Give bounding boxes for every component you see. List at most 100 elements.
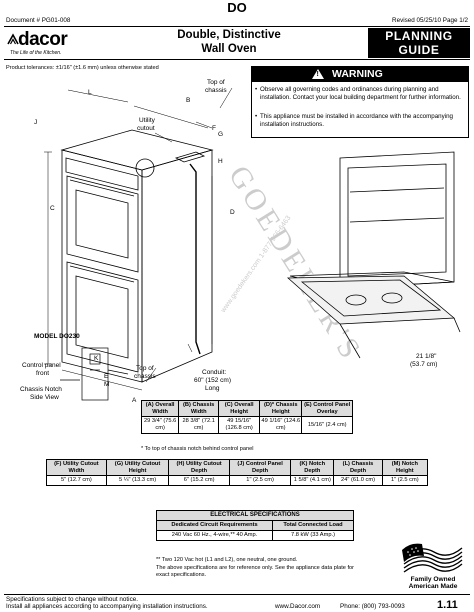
warning-header: ! WARNING — [252, 67, 468, 82]
label-top-of-chassis-2: chassis — [205, 87, 227, 94]
dim-label-a: A — [132, 397, 137, 402]
table-header-row: (F) Utility Cutout Width (G) Utility Cut… — [46, 458, 429, 477]
label-top-of-chassis2-1: Top of — [136, 365, 154, 372]
planning-guide-line2: GUIDE — [398, 42, 440, 57]
utility-dimensions-table: (F) Utility Cutout Width (G) Utility Cut… — [46, 458, 429, 487]
table-header: (E) Control Panel Overlay — [301, 399, 353, 418]
top-title: DO — [227, 0, 247, 15]
table-cell: 6" (15.2 cm) — [168, 475, 230, 487]
table-cell: 29 3/4" (75.6 cm) — [140, 416, 180, 434]
table-caption: ELECTRICAL SPECIFICATIONS — [156, 509, 354, 522]
header-band: dacor The Life of the Kitchen. Double, D… — [4, 26, 470, 60]
dim-label-e: E — [104, 373, 109, 380]
table-row: 240 Vac 60 Hz., 4-wire,** 40 Amp. 7.8 kW… — [155, 529, 354, 541]
electrical-specifications-table: ELECTRICAL SPECIFICATIONS Dedicated Circ… — [155, 509, 354, 541]
planning-guide-banner: PLANNING GUIDE — [368, 28, 470, 58]
table-header: (F) Utility Cutout Width — [46, 458, 107, 477]
table-cell: 5" (12.7 cm) — [46, 475, 107, 487]
bullet-icon: • — [255, 113, 258, 120]
dim-label-j: J — [34, 119, 37, 126]
table-header: (H) Utility Cutout Depth — [168, 458, 230, 477]
table-cell: 5 ¼" (13.3 cm) — [105, 475, 170, 487]
american-flag-icon — [402, 543, 463, 573]
table-header: (B) Chassis Width — [178, 399, 220, 418]
table-cell: 1" (2.5 cm) — [228, 475, 292, 487]
table-caption-row: ELECTRICAL SPECIFICATIONS — [156, 509, 354, 522]
table-header: (C) Overall Height — [218, 399, 261, 418]
table1-footnote: * To top of chassis notch behind control… — [141, 446, 254, 452]
electrical-notes: ** Two 120 Vac hot (L1 and L2), one neut… — [156, 557, 356, 578]
electrical-note-2: The above specifications are for referen… — [156, 565, 354, 578]
table-header: (D)* Chassis Height — [259, 399, 303, 418]
dim-label-k: K — [94, 355, 99, 362]
warning-triangle-icon — [312, 69, 324, 79]
label-utility-1: Utility — [139, 117, 156, 124]
model-label: MODEL DO230 — [34, 333, 80, 340]
label-conduit-3: Long — [205, 385, 220, 392]
oven-dimension-drawing: A B C D F G H J L Top of chassis Utility… — [34, 79, 461, 402]
family-owned-line1: Family Owned — [410, 576, 456, 583]
family-owned-line2: American Made — [408, 582, 458, 590]
table-cell: 240 Vac 60 Hz., 4-wire,** 40 Amp. — [155, 529, 274, 541]
footer-divider — [4, 594, 470, 595]
electrical-note-1: ** Two 120 Vac hot (L1 and L2), one neut… — [156, 557, 298, 563]
label-conduit-2: 60" (152 cm) — [194, 377, 231, 384]
logo-word: dacor — [18, 29, 68, 50]
table-cell: 49 15/16" (126.8 cm) — [218, 416, 261, 434]
table-header-row: Dedicated Circuit Requirements Total Con… — [155, 520, 354, 531]
footer-line2: Install all appliances according to acco… — [6, 603, 208, 611]
table-header: (K) Notch Depth — [290, 458, 335, 477]
label-top-of-chassis-1: Top of — [207, 79, 225, 86]
dim-label-c: C — [50, 205, 55, 212]
tolerance-note: Product tolerances: ±1/16" (±1.6 mm) unl… — [6, 65, 159, 71]
label-chassis-notch-2: Side View — [30, 394, 59, 401]
warning-item: • This appliance must be installed in ac… — [255, 113, 465, 129]
label-chassis-notch-1: Chassis Notch — [20, 386, 62, 393]
revision-date: Revised 05/25/10 Page 1/2 — [392, 17, 468, 24]
footer-website-link[interactable]: www.Dacor.com — [275, 603, 321, 610]
table-header-row: (A) Overall Width (B) Chassis Width (C) … — [140, 399, 353, 418]
warning-item-text: Observe all governing codes and ordinanc… — [260, 86, 461, 101]
table-header: (L) Chassis Depth — [333, 458, 383, 477]
document-number: Document # PG01-008 — [6, 17, 71, 24]
product-title: Double, Distinctive Wall Oven — [154, 29, 304, 57]
label-conduit-1: Conduit: — [202, 369, 226, 376]
table-cell: 49 1/16" (124.6 cm) — [259, 416, 303, 434]
warning-title: WARNING — [332, 68, 383, 80]
dim-label-h: H — [218, 158, 223, 165]
dim-label-f: F — [212, 125, 216, 132]
footer-phone: Phone: (800) 793-0093 — [340, 603, 405, 610]
notch-detail-drawing: K E M Control panel front Chassis Notch … — [20, 347, 156, 401]
warning-item-text: This appliance must be installed in acco… — [260, 113, 453, 128]
product-title-line1: Double, Distinctive — [177, 29, 281, 41]
table-row: 5" (12.7 cm) 5 ¼" (13.3 cm) 6" (15.2 cm)… — [46, 475, 429, 487]
overall-dimensions-table: (A) Overall Width (B) Chassis Width (C) … — [140, 399, 353, 434]
table-header: (G) Utility Cutout Height — [105, 458, 170, 477]
dim-label-m: M — [104, 381, 109, 388]
label-top-of-chassis2-2: chassis — [134, 373, 156, 380]
product-title-line2: Wall Oven — [201, 42, 257, 55]
table-cell: 28 3/8" (72.1 cm) — [178, 416, 220, 434]
footer-line1: Specifications subject to change without… — [6, 596, 138, 603]
label-control-panel-1: Control panel — [22, 362, 61, 369]
table-cell: 7.8 kW (33 Amp.) — [272, 529, 354, 541]
table-cell: 24" (61.0 cm) — [333, 475, 383, 487]
dim-label-l: L — [88, 89, 92, 96]
dim-label-d: D — [230, 209, 235, 216]
table-header: (J) Control Panel Depth — [228, 458, 292, 477]
warning-item: • Observe all governing codes and ordina… — [255, 86, 465, 102]
exclamation-icon: ! — [316, 71, 319, 78]
footer-disclaimer: Specifications subject to change without… — [6, 596, 208, 610]
planning-guide-line1: PLANNING — [385, 29, 453, 43]
family-owned-badge: Family Owned American Made — [396, 576, 470, 591]
open-oven-drawing — [286, 151, 461, 359]
table-header: (A) Overall Width — [140, 399, 180, 418]
table-cell: 1" (2.5 cm) — [381, 475, 429, 487]
page-number: 1.11 — [437, 599, 458, 611]
oven-side-face — [141, 149, 213, 383]
label-depth-2: (53.7 cm) — [410, 361, 437, 368]
label-control-panel-2: front — [36, 370, 49, 377]
table-header: Total Connected Load — [272, 520, 354, 531]
table-header: Dedicated Circuit Requirements — [155, 520, 274, 531]
dim-label-b: B — [186, 97, 190, 104]
